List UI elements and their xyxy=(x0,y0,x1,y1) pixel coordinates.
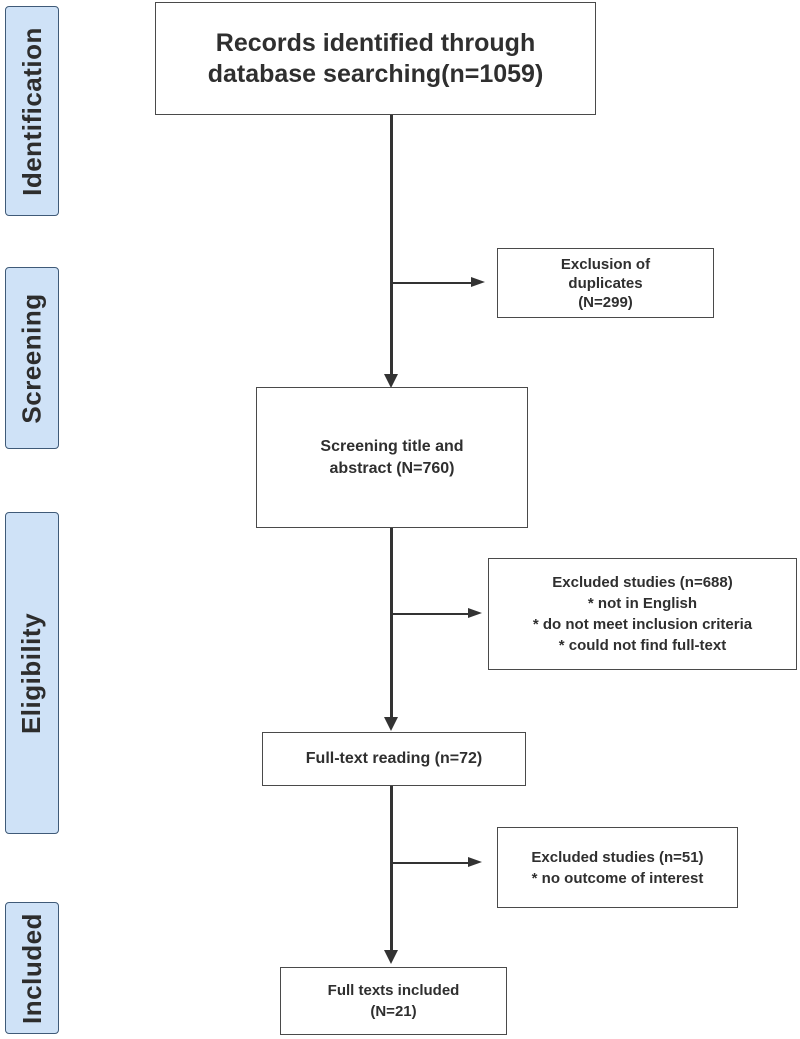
duplicates-line-3: (N=299) xyxy=(578,293,633,311)
screening-box: Screening title and abstract (N=760) xyxy=(256,387,528,528)
stage-included: Included xyxy=(5,902,59,1034)
flow-line-records-to-screening xyxy=(390,114,393,376)
included-box: Full texts included (N=21) xyxy=(280,967,507,1035)
excluded1-line-1: Excluded studies (n=688) xyxy=(552,574,733,591)
branch-line-excluded2 xyxy=(392,862,468,864)
flow-line-fulltext-to-included xyxy=(390,786,393,951)
records-identified-box: Records identified through database sear… xyxy=(155,2,596,115)
included-line-2: (N=21) xyxy=(370,1003,417,1020)
screening-line-1: Screening title and xyxy=(320,437,464,455)
records-line-1: Records identified through xyxy=(215,28,536,57)
stage-identification: Identification xyxy=(5,6,59,216)
fulltext-line-1: Full-text reading (n=72) xyxy=(305,750,483,767)
excluded2-line-1: Excluded studies (n=51) xyxy=(531,848,704,866)
duplicates-box: Exclusion of duplicates (N=299) xyxy=(497,248,714,318)
excluded1-line-2: * not in English xyxy=(587,595,698,612)
arrowhead-to-fulltext xyxy=(384,717,398,731)
excluded-studies-box-2: Excluded studies (n=51) * no outcome of … xyxy=(497,827,738,908)
fulltext-reading-box: Full-text reading (n=72) xyxy=(262,732,526,786)
screening-line-2: abstract (N=760) xyxy=(329,459,455,477)
duplicates-line-2: duplicates xyxy=(568,274,643,292)
excluded-studies-box-1: Excluded studies (n=688) * not in Englis… xyxy=(488,558,797,670)
arrowhead-to-screening xyxy=(384,374,398,388)
arrowhead-to-duplicates xyxy=(471,277,485,287)
excluded1-line-4: * could not find full-text xyxy=(558,637,727,654)
branch-line-duplicates xyxy=(392,282,472,284)
arrowhead-to-excluded2 xyxy=(468,857,482,867)
arrowhead-to-included xyxy=(384,950,398,964)
stage-screening-label: Screening xyxy=(16,292,47,424)
stage-identification-label: Identification xyxy=(16,26,47,196)
stage-included-label: Included xyxy=(16,912,47,1024)
stage-eligibility-label: Eligibility xyxy=(16,612,47,734)
included-line-1: Full texts included xyxy=(327,982,460,999)
excluded1-line-3: * do not meet inclusion criteria xyxy=(532,616,753,633)
stage-screening: Screening xyxy=(5,267,59,449)
arrowhead-to-excluded1 xyxy=(468,608,482,618)
records-line-2: database searching(n=1059) xyxy=(207,59,544,88)
flow-line-screening-to-fulltext xyxy=(390,528,393,718)
branch-line-excluded1 xyxy=(392,613,468,615)
duplicates-line-1: Exclusion of xyxy=(560,255,651,273)
excluded2-line-2: * no outcome of interest xyxy=(531,869,704,887)
stage-eligibility: Eligibility xyxy=(5,512,59,834)
